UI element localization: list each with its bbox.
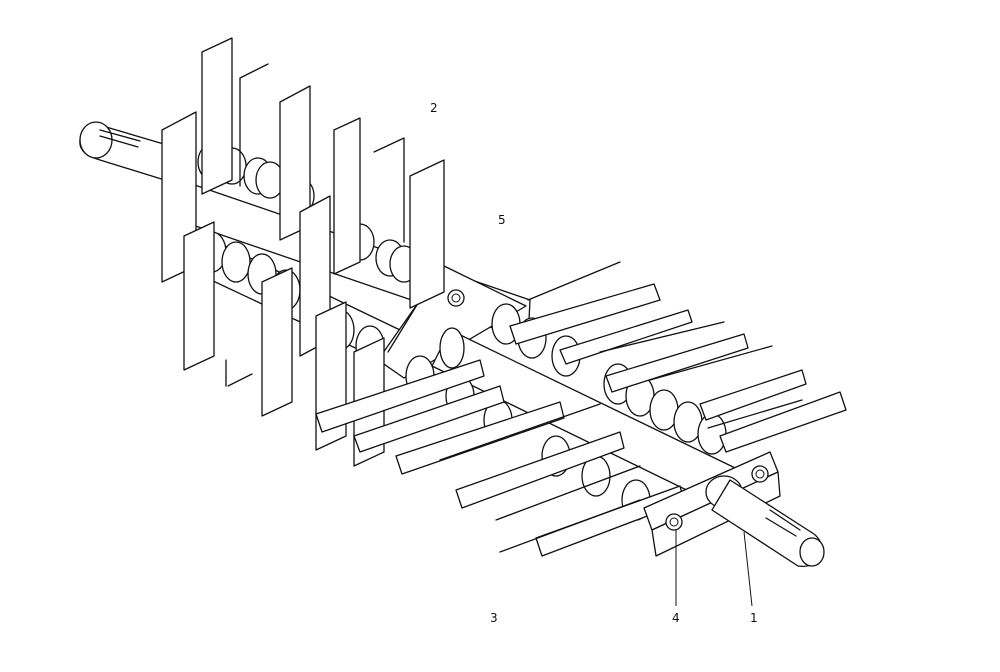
lower-right-blades	[315, 359, 685, 557]
right-shaft-end	[705, 475, 825, 568]
left-shaft-end	[79, 121, 185, 187]
upper-right-blades	[509, 261, 847, 453]
central-bracket	[377, 265, 527, 379]
callout-5: 5	[498, 213, 506, 227]
leader-lines	[675, 530, 753, 607]
callout-3: 3	[490, 611, 498, 625]
callout-2: 2	[430, 101, 438, 115]
callout-4: 4	[672, 611, 680, 625]
main-right-shaft	[431, 327, 761, 517]
callout-1: 1	[750, 611, 758, 625]
